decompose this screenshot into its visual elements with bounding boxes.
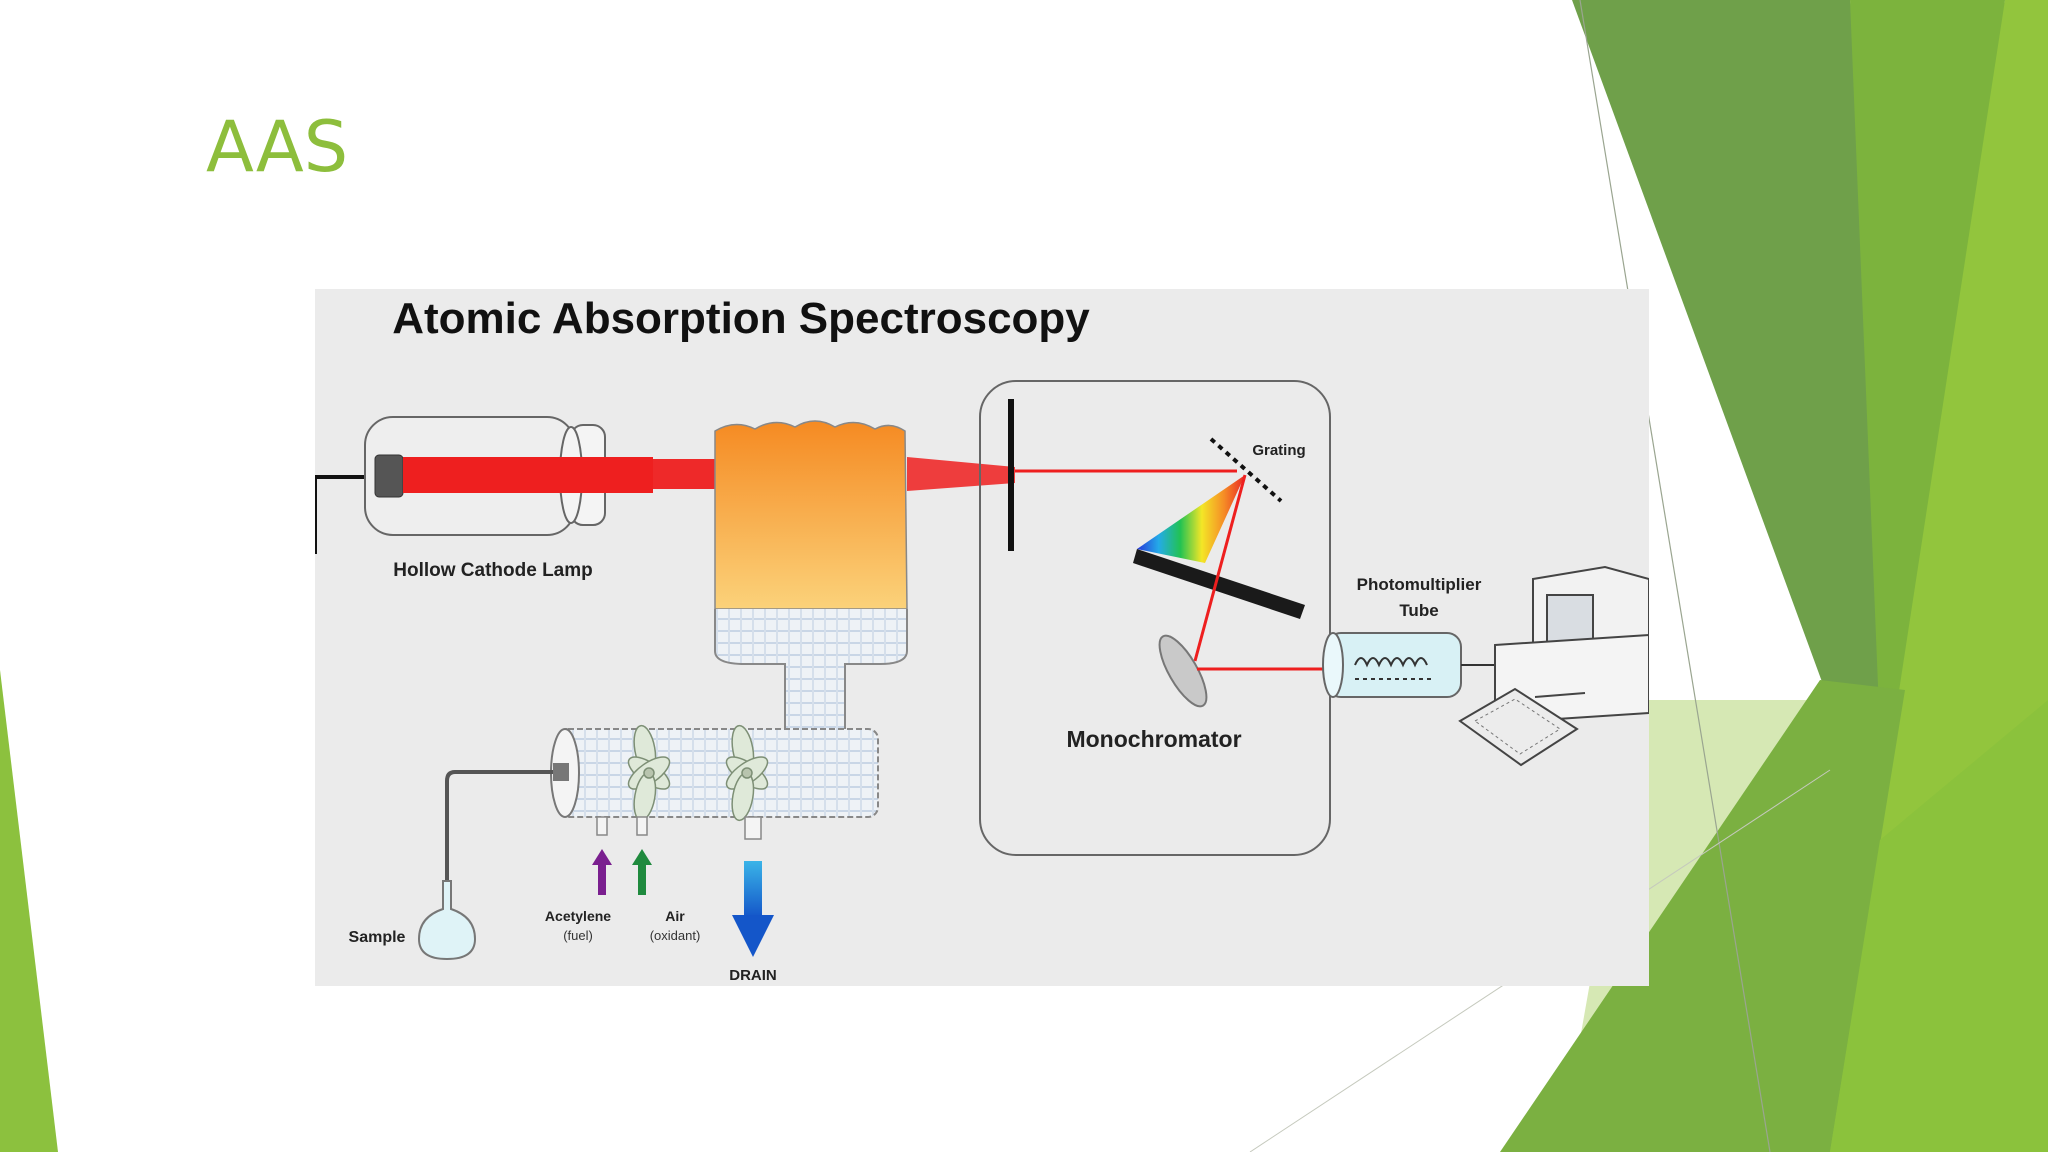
hollow-cathode-lamp (315, 416, 743, 554)
sample-flask (417, 770, 553, 961)
monochromator-label: Monochromator (1066, 726, 1241, 752)
grating-label: Grating (1252, 442, 1305, 459)
aas-diagram: Atomic Absorption Spectroscopy Hollow Ca… (315, 289, 1649, 986)
impeller-fan-icon (627, 724, 671, 822)
computer-icon (1458, 565, 1649, 767)
slide-title: AAS (206, 106, 349, 188)
drain-arrow-icon (732, 861, 774, 957)
oxidant-label: Air (665, 908, 685, 924)
diagram-title: Atomic Absorption Spectroscopy (392, 294, 1090, 343)
monochromator (979, 380, 1331, 856)
drain-label: DRAIN (729, 967, 777, 984)
pmt-label-line1: Photomultiplier (1357, 575, 1482, 594)
pmt-label-line2: Tube (1399, 601, 1438, 620)
oxidant-note: (oxidant) (650, 928, 701, 943)
focusing-mirror (1158, 634, 1208, 708)
fuel-note: (fuel) (563, 928, 593, 943)
deco-shape-left (0, 670, 58, 1152)
impeller-fan-icon (725, 724, 769, 822)
deco-shape-right-lower (1830, 700, 2048, 1152)
deco-shape-right-bottom (1500, 680, 1905, 1152)
fuel-label: Acetylene (545, 908, 611, 924)
deco-thin-line (1579, 0, 1771, 1152)
lamp-label: Hollow Cathode Lamp (393, 560, 593, 581)
deco-shape-right-dark (1572, 0, 1915, 840)
fuel-arrow-icon (592, 849, 612, 895)
nebulizer-chamber (550, 724, 879, 840)
burner-flame (714, 420, 1015, 732)
dispersed-spectrum (1137, 475, 1245, 563)
oxidant-arrow-icon (632, 849, 652, 895)
sample-label: Sample (349, 929, 406, 946)
photomultiplier-tube (1322, 632, 1505, 698)
